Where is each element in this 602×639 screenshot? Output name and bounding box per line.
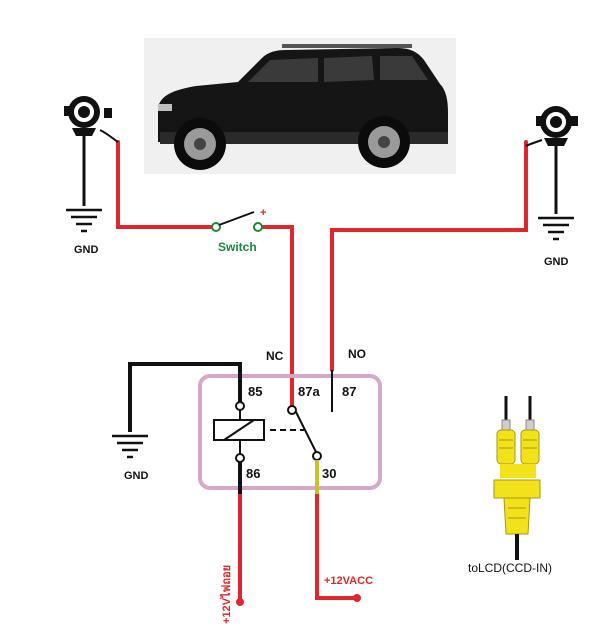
relay-arm xyxy=(295,411,317,453)
pin-87a-label: 87a xyxy=(298,384,320,399)
camera-icon xyxy=(64,96,119,206)
gnd-relay-label: GND xyxy=(124,470,149,482)
rca-connector-icon xyxy=(493,396,541,560)
switch-plus-label: + xyxy=(260,207,266,219)
terminal-86 xyxy=(235,453,245,463)
pin-30-label: 30 xyxy=(322,466,336,481)
to-lcd-label: toLCD(CCD-IN) xyxy=(468,561,552,575)
ground-symbol-icon xyxy=(538,216,574,241)
camera-icon xyxy=(525,106,578,214)
relay-coil xyxy=(213,410,304,456)
terminal-85 xyxy=(235,401,245,411)
gnd-right-label: GND xyxy=(544,256,569,268)
pin-85-label: 85 xyxy=(248,384,262,399)
switch-symbol xyxy=(211,211,263,232)
black-wire xyxy=(128,362,242,432)
relay-box xyxy=(198,374,382,490)
v12-acc-label: +12VACC xyxy=(324,575,373,587)
terminal-87a xyxy=(287,405,297,415)
acc-power-terminal xyxy=(353,594,361,602)
red-wires xyxy=(116,140,528,604)
suv-car-image xyxy=(144,38,456,174)
ground-symbol-icon xyxy=(112,434,148,459)
nc-label: NC xyxy=(266,349,284,363)
no-label: NO xyxy=(348,347,366,361)
terminal-30 xyxy=(312,451,322,461)
switch-label: Switch xyxy=(218,240,257,254)
reverse-power-terminal xyxy=(236,598,244,606)
v12-reverse-label: +12Vไฟถอย xyxy=(219,565,233,624)
gnd-left-label: GND xyxy=(74,244,99,256)
pin-87-label: 87 xyxy=(342,384,356,399)
ground-symbol-icon xyxy=(66,208,102,233)
pin-86-label: 86 xyxy=(246,466,260,481)
